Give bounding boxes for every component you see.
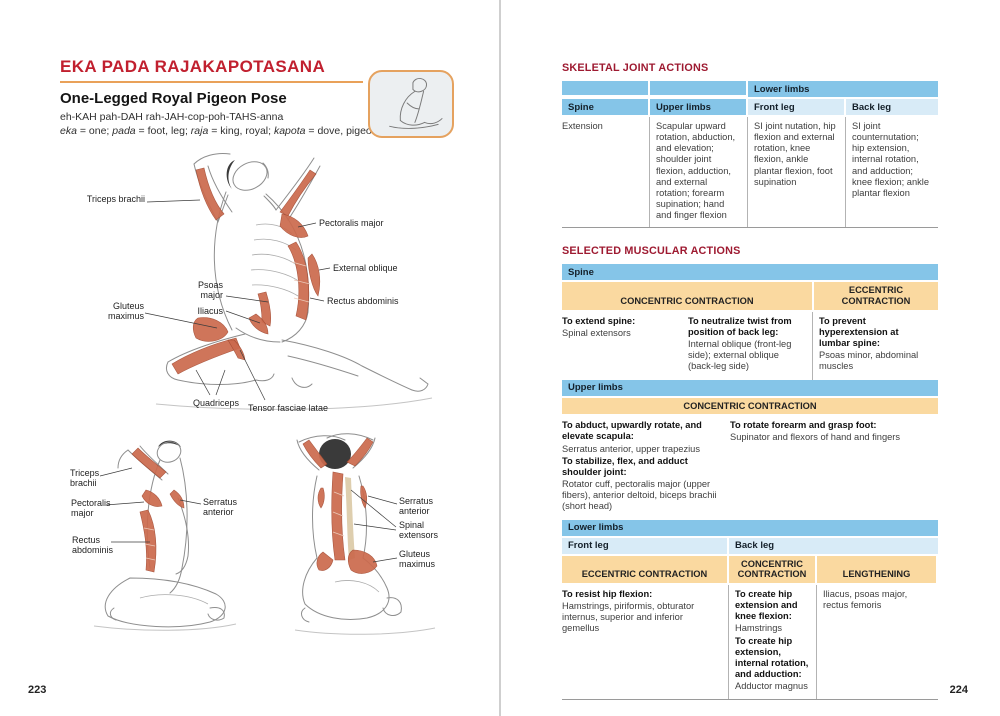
cell-front-leg-actions: SI joint nutation, hip flexion and exter…	[747, 117, 845, 228]
label-pectoralis-major: Pectoralis major	[319, 218, 384, 228]
skeletal-column-header-row: Spine Upper limbs Front leg Back leg	[562, 99, 938, 115]
label-triceps-brachii-side: Triceps brachii	[70, 468, 100, 489]
spine-eccentric-header: ECCENTRIC CONTRACTION	[814, 282, 938, 310]
side-figure-drawing	[93, 440, 237, 631]
label-serratus-anterior-back: Serratus anterior	[399, 496, 434, 517]
label-rectus-abdominis-side: Rectus abdominis	[72, 535, 114, 556]
back-anatomy-figure: Serratus anterior Spinal extensors Glute…	[275, 432, 475, 637]
spine-section-label: Spine	[562, 264, 938, 281]
lower-limbs-section-bar: Lower limbs	[562, 519, 938, 536]
page-number-left: 223	[28, 684, 47, 696]
muscular-upper-limbs-section: Upper limbs CONCENTRIC CONTRACTION To ab…	[562, 379, 938, 520]
leader-lines	[144, 199, 331, 401]
selected-muscular-actions-heading: SELECTED MUSCULAR ACTIONS	[562, 245, 741, 258]
label-tensor-fasciae-latae: Tensor fasciae latae	[248, 403, 329, 413]
lower-back-leg-header: Back leg	[729, 537, 938, 554]
main-anatomy-figure: Triceps brachii Pectoralis major Externa…	[60, 150, 445, 440]
label-rectus-abdominis: Rectus abdominis	[327, 296, 399, 306]
blank-header-cell	[650, 81, 746, 95]
lower-limbs-group-header: Lower limbs	[748, 81, 938, 97]
orange-rule	[60, 80, 363, 84]
skeletal-group-row: Lower limbs	[562, 81, 938, 97]
col-header-front-leg: Front leg	[748, 99, 844, 115]
spine-contraction-header-row: CONCENTRIC CONTRACTION ECCENTRIC CONTRAC…	[562, 282, 938, 310]
col-header-back-leg: Back leg	[846, 99, 938, 115]
upper-cell-right: To rotate forearm and grasp foot: Supina…	[730, 420, 901, 443]
right-page-content: SKELETAL JOINT ACTIONS Lower limbs Spine…	[562, 62, 938, 701]
muscular-spine-section: Spine CONCENTRIC CONTRACTION ECCENTRIC C…	[562, 264, 938, 380]
label-spinal-extensors: Spinal extensors	[399, 520, 439, 541]
upper-contraction-header-row: CONCENTRIC CONTRACTION	[562, 397, 938, 415]
lower-front-leg-header: Front leg	[562, 537, 727, 554]
page-title: EKA PADA RAJAKAPOTASANA	[60, 57, 326, 76]
lower-cell-back: To create hip extension and knee flexion…	[728, 584, 816, 700]
label-pectoralis-major-side: Pectoralis major	[71, 498, 111, 519]
spine-body-row: To extend spine: Spinal extensors To neu…	[562, 311, 938, 380]
label-psoas-major: Psoas major	[197, 280, 223, 301]
label-triceps-brachii: Triceps brachii	[86, 194, 145, 204]
upper-limbs-section-bar: Upper limbs	[562, 379, 938, 396]
cell-upper-limbs-actions: Scapular upward rotation, abduction, and…	[649, 117, 747, 228]
back-figure-drawing	[294, 433, 436, 635]
muscular-lower-limbs-section: Lower limbs Front leg Back leg ECCENTRIC…	[562, 519, 938, 701]
spine-cell-3: To prevent hyperextension at lumbar spin…	[812, 311, 938, 380]
page-gutter-divider	[499, 0, 501, 716]
spine-section-bar: Spine	[562, 264, 938, 281]
lower-lengthening-header: LENGTHENING	[817, 555, 936, 583]
lower-cell-lengthening: Iliacus, psoas major, rectus femoris	[816, 584, 936, 700]
cell-back-leg-actions: SI joint counternutation; hip extension,…	[845, 117, 938, 228]
lower-contraction-header-row: ECCENTRIC CONTRACTION CONCENTRIC CONTRAC…	[562, 555, 938, 583]
page-number-right: 224	[949, 684, 968, 696]
side-anatomy-figure: Triceps brachii Pectoralis major Rectus …	[70, 438, 280, 633]
leader-lines	[350, 489, 398, 563]
skeletal-joint-actions-heading: SKELETAL JOINT ACTIONS	[562, 62, 709, 74]
lower-cell-front: To resist hip flexion: Hamstrings, pirif…	[562, 588, 695, 634]
label-external-oblique: External oblique	[333, 263, 398, 273]
pose-header: EKA PADA RAJAKAPOTASANA One-Legged Royal…	[60, 57, 378, 138]
col-header-upper-limbs: Upper limbs	[650, 99, 746, 115]
pronunciation: eh-KAH pah-DAH rah-JAH-cop-poh-TAHS-anna	[60, 111, 284, 124]
pigeon-pose-sketch-icon	[389, 78, 443, 129]
label-gluteus-maximus: Gluteus maximus	[107, 301, 144, 322]
pose-icon-box	[368, 70, 454, 138]
spine-cell-2: To neutralize twist from position of bac…	[688, 315, 792, 372]
label-serratus-anterior-side: Serratus anterior	[203, 497, 238, 518]
spine-cell-1: To extend spine: Spinal extensors	[562, 315, 636, 338]
cell-spine-extension: Extension	[562, 121, 603, 131]
lower-concentric-header: CONCENTRIC CONTRACTION	[729, 555, 815, 583]
skeletal-joint-actions-table: Lower limbs Spine Upper limbs Front leg …	[562, 81, 938, 229]
spine-concentric-header: CONCENTRIC CONTRACTION	[562, 282, 812, 310]
blank-header-cell	[562, 81, 648, 95]
pose-subtitle: One-Legged Royal Pigeon Pose	[60, 90, 287, 108]
lower-leg-header-row: Front leg Back leg	[562, 537, 938, 554]
label-gluteus-maximus-back: Gluteus maximus	[399, 549, 436, 570]
main-figure-drawing	[144, 153, 433, 410]
upper-concentric-header: CONCENTRIC CONTRACTION	[562, 397, 938, 415]
upper-cell-left: To abduct, upwardly rotate, and elevate …	[562, 420, 717, 512]
lower-body-row: To resist hip flexion: Hamstrings, pirif…	[562, 584, 938, 701]
col-header-spine: Spine	[562, 99, 648, 115]
skeletal-body-row: Extension Scapular upward rotation, abdu…	[562, 117, 938, 229]
lower-limbs-section-label: Lower limbs	[562, 519, 938, 536]
label-quadriceps: Quadriceps	[193, 398, 240, 408]
lower-eccentric-header: ECCENTRIC CONTRACTION	[562, 555, 727, 583]
leader-lines	[99, 467, 202, 543]
etymology: eka = one; pada = foot, leg; raja = king…	[60, 125, 378, 138]
label-iliacus: Iliacus	[197, 306, 223, 316]
upper-limbs-section-label: Upper limbs	[562, 379, 938, 396]
upper-body-row: To abduct, upwardly rotate, and elevate …	[562, 416, 938, 520]
